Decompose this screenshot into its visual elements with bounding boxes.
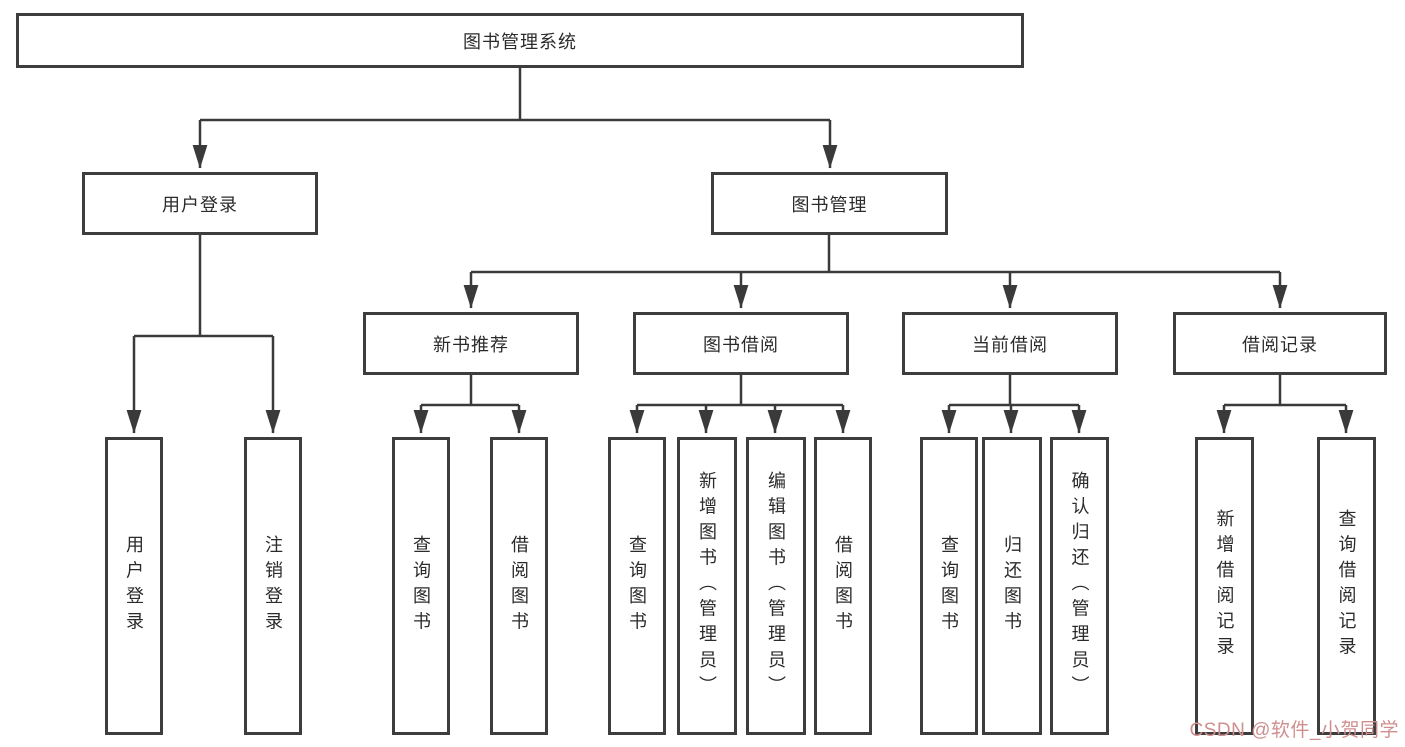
node-current-borrowing: 当前借阅 (902, 312, 1118, 375)
leaf-edit-book-admin: 编辑图书（管理员） (746, 437, 806, 735)
leaf-return-book: 归还图书 (982, 437, 1042, 735)
node-new-book-recommend: 新书推荐 (363, 312, 579, 375)
node-book-management: 图书管理 (711, 172, 948, 235)
leaf-edit-book-admin-label: 编辑图书（管理员） (766, 470, 786, 702)
leaf-query-book-recommend-label: 查询图书 (411, 534, 431, 638)
leaf-return-book-label: 归还图书 (1002, 534, 1022, 638)
node-current-borrowing-label: 当前借阅 (972, 334, 1048, 355)
leaf-user-login: 用户登录 (105, 437, 163, 735)
leaf-logout: 注销登录 (244, 437, 302, 735)
leaf-borrow-book-borrowing: 借阅图书 (814, 437, 872, 735)
leaf-confirm-return-admin-label: 确认归还（管理员） (1069, 470, 1090, 702)
leaf-query-borrow-record-label: 查询借阅记录 (1336, 509, 1357, 663)
leaf-add-borrow-record: 新增借阅记录 (1195, 437, 1254, 735)
leaf-add-borrow-record-label: 新增借阅记录 (1214, 509, 1235, 663)
leaf-borrow-book-recommend-label: 借阅图书 (509, 534, 529, 638)
node-user-login: 用户登录 (82, 172, 318, 235)
leaf-query-book-borrowing: 查询图书 (608, 437, 666, 735)
node-user-login-label: 用户登录 (162, 194, 238, 215)
leaf-confirm-return-admin: 确认归还（管理员） (1050, 437, 1109, 735)
leaf-user-login-label: 用户登录 (124, 534, 144, 638)
node-library-system: 图书管理系统 (16, 13, 1024, 68)
leaf-query-book-current: 查询图书 (920, 437, 978, 735)
node-borrow-records: 借阅记录 (1173, 312, 1387, 375)
leaf-borrow-book-borrowing-label: 借阅图书 (833, 534, 853, 638)
node-library-system-label: 图书管理系统 (463, 31, 577, 52)
node-book-borrowing-label: 图书借阅 (703, 334, 779, 355)
leaf-logout-label: 注销登录 (263, 534, 283, 638)
leaf-add-book-admin: 新增图书（管理员） (677, 437, 737, 735)
leaf-query-book-current-label: 查询图书 (939, 534, 959, 638)
node-book-management-label: 图书管理 (791, 194, 868, 215)
node-book-borrowing: 图书借阅 (633, 312, 849, 375)
leaf-add-book-admin-label: 新增图书（管理员） (697, 470, 717, 702)
leaf-query-book-recommend: 查询图书 (392, 437, 450, 735)
node-borrow-records-label: 借阅记录 (1242, 334, 1318, 355)
leaf-borrow-book-recommend: 借阅图书 (490, 437, 548, 735)
csdn-watermark: CSDN @软件_小贺同学 (1189, 720, 1399, 741)
node-new-book-recommend-label: 新书推荐 (433, 334, 509, 355)
leaf-query-book-borrowing-label: 查询图书 (627, 534, 647, 638)
leaf-query-borrow-record: 查询借阅记录 (1317, 437, 1376, 735)
